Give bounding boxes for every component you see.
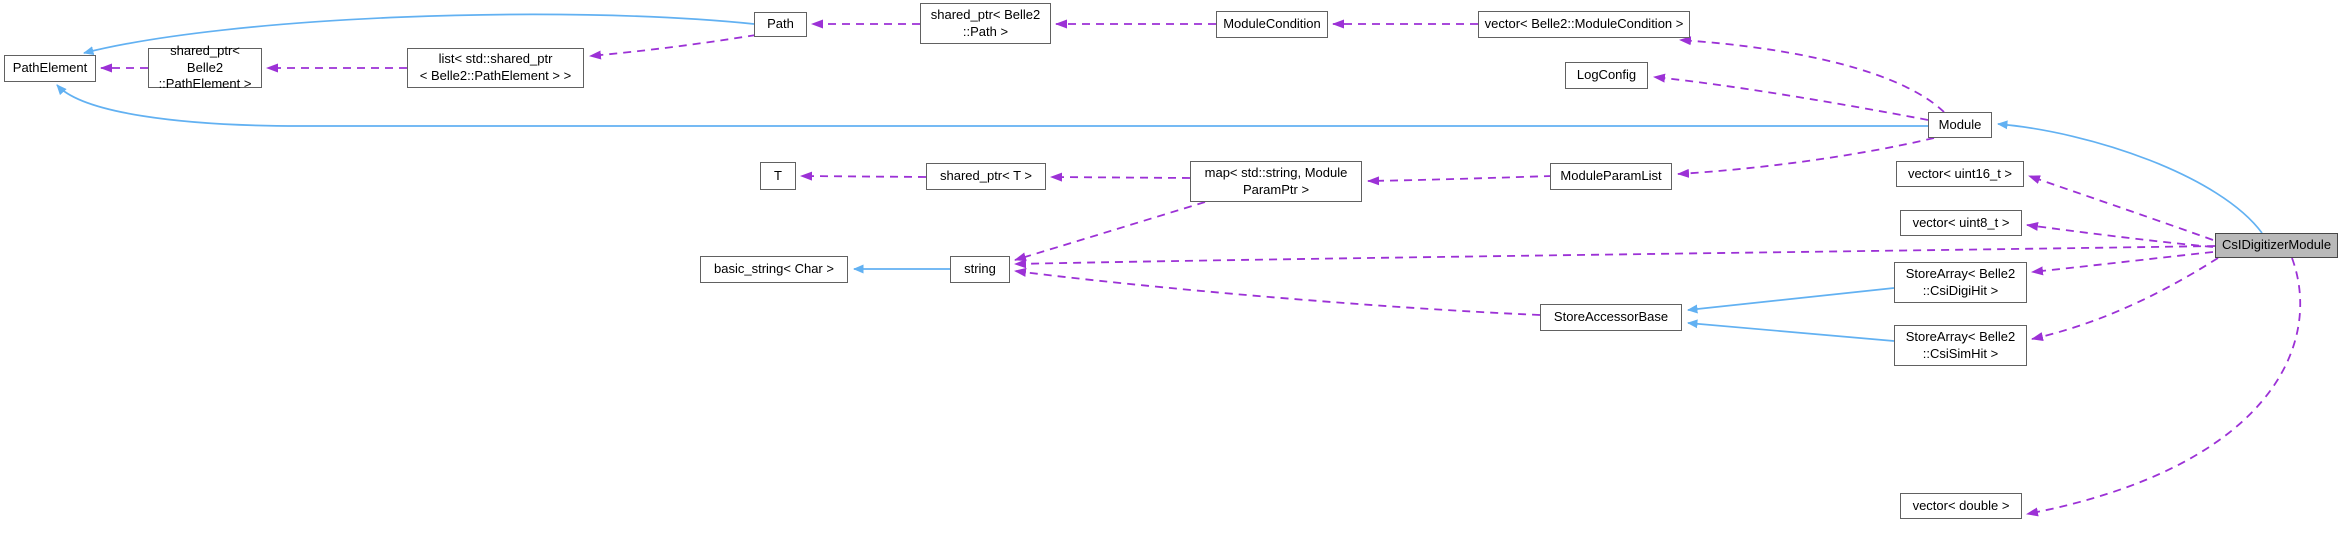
edge-storearraysim-to-storeaccessorbase — [1687, 319, 1895, 342]
node-moduleparamlist[interactable]: ModuleParamList — [1550, 163, 1672, 190]
edge-csidigitizermodule-to-vectordouble — [2026, 257, 2302, 517]
edge-sptrt-to-t — [800, 171, 927, 181]
edge-csidigitizermodule-to-string — [1014, 245, 2216, 269]
node-shared-ptr-t: shared_ptr< T > — [926, 163, 1046, 190]
node-storearray-csisimhit[interactable]: StoreArray< Belle2 ::CsiSimHit > — [1894, 325, 2027, 366]
node-path[interactable]: Path — [754, 12, 807, 37]
edge-map-to-string — [1014, 201, 1206, 262]
edge-storeaccessorbase-to-string — [1014, 267, 1541, 316]
node-logconfig[interactable]: LogConfig — [1565, 62, 1648, 89]
node-vector-modulecondition: vector< Belle2::ModuleCondition > — [1478, 11, 1690, 38]
edge-module-to-pathelement — [56, 84, 1928, 127]
edge-path-to-list — [589, 34, 757, 60]
node-list-shared-ptr-pathelement: list< std::shared_ptr < Belle2::PathElem… — [407, 48, 584, 88]
node-vector-uint8: vector< uint8_t > — [1900, 210, 2022, 236]
edge-module-to-moduleparamlist — [1677, 137, 1935, 178]
edge-module-to-vectormc — [1679, 36, 1945, 113]
node-basic-string: basic_string< Char > — [700, 256, 848, 283]
node-vector-double: vector< double > — [1900, 493, 2022, 519]
edge-module-to-logconfig — [1653, 73, 1929, 121]
node-map-moduleparamptr: map< std::string, Module ParamPtr > — [1190, 161, 1362, 202]
node-csidigitizermodule-selected: CsIDigitizerModule — [2215, 233, 2338, 258]
node-vector-uint16: vector< uint16_t > — [1896, 161, 2024, 187]
edge-csidigitizermodule-to-storearraydigi — [2031, 251, 2214, 276]
node-pathelement[interactable]: PathElement — [4, 55, 96, 82]
node-string: string — [950, 256, 1010, 283]
node-shared-ptr-pathelement: shared_ptr< Belle2 ::PathElement > — [148, 43, 262, 91]
edge-csidigitizermodule-to-module — [1997, 120, 2263, 234]
node-modulecondition[interactable]: ModuleCondition — [1216, 11, 1328, 38]
edge-moduleparamlist-to-map — [1367, 175, 1553, 186]
edge-map-to-sptrt — [1050, 172, 1191, 182]
edge-csidigitizermodule-to-vectoruint16 — [2028, 175, 2214, 241]
node-module[interactable]: Module — [1928, 112, 1992, 138]
node-storeaccessorbase[interactable]: StoreAccessorBase — [1540, 304, 1682, 331]
edge-storearraydigi-to-storeaccessorbase — [1687, 287, 1895, 314]
edge-csidigitizermodule-to-vectoruint8 — [2026, 221, 2214, 248]
node-storearray-csidigihit[interactable]: StoreArray< Belle2 ::CsiDigiHit > — [1894, 262, 2027, 303]
node-t: T — [760, 162, 796, 190]
edge-path-to-pathelement — [83, 13, 755, 56]
edge-csidigitizermodule-to-storearraysim — [2031, 257, 2219, 341]
node-shared-ptr-path: shared_ptr< Belle2 ::Path > — [920, 3, 1051, 44]
